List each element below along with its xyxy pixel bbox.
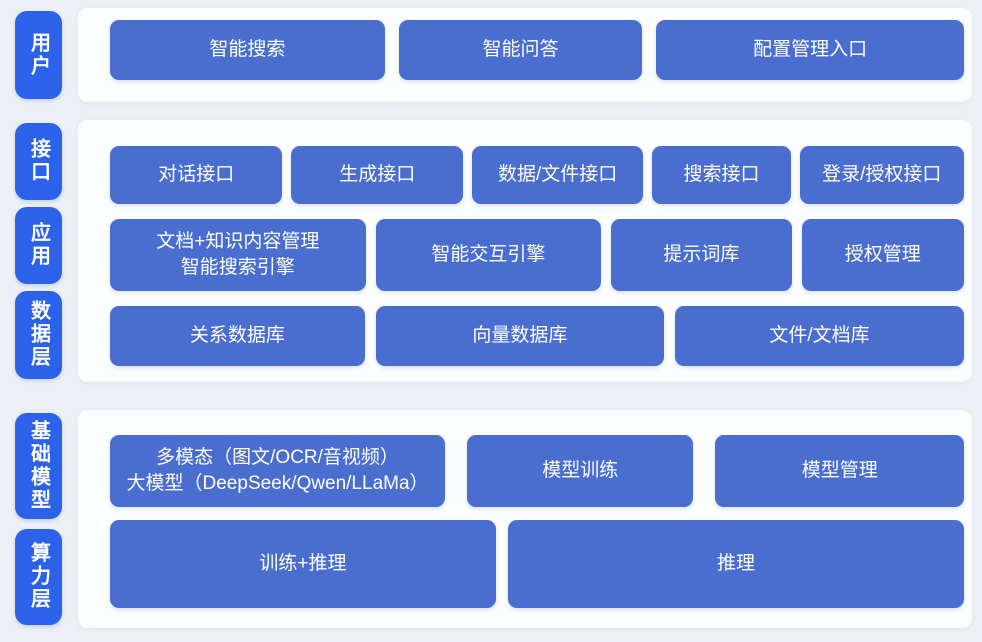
pill-interface: 接口 — [15, 123, 62, 200]
box-multimodal-llm-line2: 大模型（DeepSeek/Qwen/LLaMa） — [126, 473, 429, 494]
box-relational-database: 关系数据库 — [110, 306, 365, 366]
box-config-management-entry: 配置管理入口 — [656, 20, 964, 80]
user-row: 智能搜索 智能问答 配置管理入口 — [110, 20, 964, 80]
box-data-file-api: 数据/文件接口 — [471, 146, 644, 204]
box-doc-knowledge-line2: 智能搜索引擎 — [180, 257, 295, 278]
box-multimodal-llm: 多模态（图文/OCR/音视频） 大模型（DeepSeek/Qwen/LLaMa） — [110, 435, 446, 507]
box-doc-knowledge-search-engine: 文档+知识内容管理 智能搜索引擎 — [110, 219, 366, 291]
pill-foundation-model-label: 基础模型 — [27, 419, 50, 512]
pill-user-label: 用户 — [27, 32, 50, 78]
layer-foundation-compute: 基础模型 算力层 多模态（图文/OCR/音视频） 大模型（DeepSeek/Qw… — [15, 410, 972, 628]
box-smart-qa-label: 智能问答 — [482, 39, 559, 61]
user-panel: 智能搜索 智能问答 配置管理入口 — [78, 8, 972, 102]
box-dialog-api-label: 对话接口 — [158, 164, 235, 186]
box-file-document-library: 文件/文档库 — [674, 306, 964, 366]
box-relational-database-label: 关系数据库 — [189, 325, 285, 347]
pill-compute-layer: 算力层 — [15, 528, 62, 625]
box-intelligent-interaction-engine-label: 智能交互引擎 — [431, 244, 546, 266]
box-inference-label: 推理 — [716, 553, 755, 575]
box-smart-search: 智能搜索 — [110, 20, 385, 80]
box-search-api: 搜索接口 — [652, 146, 791, 204]
box-prompt-library-label: 提示词库 — [663, 244, 740, 266]
pill-application-label: 应用 — [27, 222, 50, 269]
layer-interface-application-data: 接口 应用 数据层 对话接口 生成接口 数据/文件接口 搜 — [15, 120, 972, 382]
box-login-auth-api-label: 登录/授权接口 — [822, 164, 942, 186]
box-doc-knowledge-line1: 文档+知识内容管理 — [156, 231, 320, 253]
pill-data-layer-label: 数据层 — [27, 300, 50, 370]
box-smart-search-label: 智能搜索 — [209, 39, 286, 61]
box-generation-api: 生成接口 — [291, 146, 463, 204]
box-model-training-label: 模型训练 — [542, 460, 619, 482]
box-generation-api-label: 生成接口 — [339, 164, 416, 186]
box-authorization-management: 授权管理 — [801, 219, 964, 291]
pill-application: 应用 — [15, 206, 62, 284]
bottom-panel: 多模态（图文/OCR/音视频） 大模型（DeepSeek/Qwen/LLaMa）… — [78, 410, 972, 628]
box-login-auth-api: 登录/授权接口 — [799, 146, 964, 204]
box-search-api-label: 搜索接口 — [683, 164, 760, 186]
compute-layer-row: 训练+推理 推理 — [110, 520, 964, 608]
box-inference: 推理 — [507, 520, 964, 608]
middle-panel: 对话接口 生成接口 数据/文件接口 搜索接口 登录/授权接口 文档+知识内容管理 — [78, 120, 972, 382]
pill-foundation-model: 基础模型 — [15, 413, 62, 519]
pill-user: 用户 — [15, 11, 62, 99]
box-vector-database-label: 向量数据库 — [472, 325, 568, 347]
interface-row: 对话接口 生成接口 数据/文件接口 搜索接口 登录/授权接口 — [110, 146, 964, 204]
box-file-document-library-label: 文件/文档库 — [769, 325, 870, 347]
application-row: 文档+知识内容管理 智能搜索引擎 智能交互引擎 提示词库 授权管理 — [110, 219, 964, 291]
box-dialog-api: 对话接口 — [110, 146, 283, 204]
box-model-training: 模型训练 — [467, 435, 694, 507]
pill-compute-layer-label: 算力层 — [27, 542, 50, 612]
box-vector-database: 向量数据库 — [375, 306, 664, 366]
box-intelligent-interaction-engine: 智能交互引擎 — [375, 219, 602, 291]
box-data-file-api-label: 数据/文件接口 — [498, 164, 618, 186]
foundation-model-row: 多模态（图文/OCR/音视频） 大模型（DeepSeek/Qwen/LLaMa）… — [110, 435, 964, 507]
pill-interface-label: 接口 — [27, 138, 50, 185]
box-config-management-entry-label: 配置管理入口 — [753, 39, 868, 61]
box-multimodal-llm-line1: 多模态（图文/OCR/音视频） — [156, 447, 399, 469]
layer-user-pills: 用户 — [15, 8, 62, 102]
data-layer-row: 关系数据库 向量数据库 文件/文档库 — [110, 306, 964, 366]
box-smart-qa: 智能问答 — [398, 20, 643, 80]
layer-user: 用户 智能搜索 智能问答 配置管理入口 — [15, 8, 972, 102]
box-model-management: 模型管理 — [715, 435, 964, 507]
pill-data-layer: 数据层 — [15, 290, 62, 379]
box-training-inference-label: 训练+推理 — [259, 553, 347, 575]
box-authorization-management-label: 授权管理 — [844, 244, 921, 266]
box-training-inference: 训练+推理 — [110, 520, 496, 608]
box-prompt-library: 提示词库 — [611, 219, 792, 291]
layer-middle-pills: 接口 应用 数据层 — [15, 120, 62, 382]
layer-bottom-pills: 基础模型 算力层 — [15, 410, 62, 628]
box-model-management-label: 模型管理 — [801, 460, 878, 482]
